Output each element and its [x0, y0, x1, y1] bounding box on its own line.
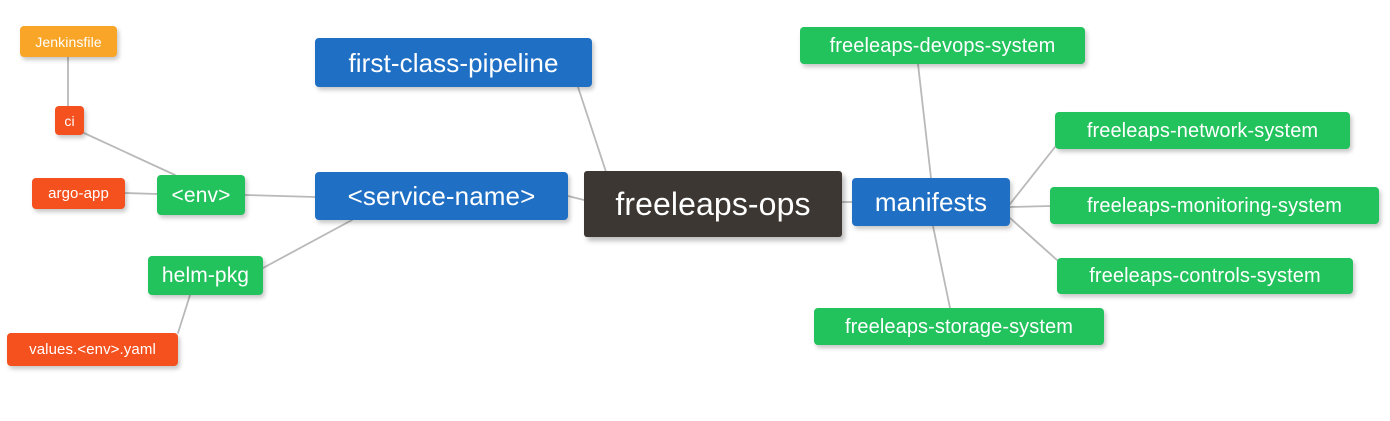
- edge-env-to-ci: [83, 132, 176, 176]
- node-controls-system[interactable]: freeleaps-controls-system: [1057, 258, 1353, 294]
- edge-env-to-argo-app: [124, 192, 158, 195]
- node-storage-system[interactable]: freeleaps-storage-system: [814, 308, 1104, 345]
- node-manifests[interactable]: manifests: [852, 178, 1010, 226]
- edge-manifests-to-network-system: [1009, 146, 1056, 205]
- node-jenkinsfile[interactable]: Jenkinsfile: [20, 26, 117, 57]
- node-argo-app[interactable]: argo-app: [32, 178, 125, 209]
- node-root[interactable]: freeleaps-ops: [584, 171, 842, 237]
- edge-manifests-to-monitoring-system: [1009, 205, 1051, 208]
- edge-service-name-to-env: [244, 194, 316, 198]
- node-monitoring-system[interactable]: freeleaps-monitoring-system: [1050, 187, 1379, 224]
- node-first-class-pipeline[interactable]: first-class-pipeline: [315, 38, 592, 87]
- node-values-yaml[interactable]: values.<env>.yaml: [7, 333, 178, 366]
- edge-manifests-to-devops-system: [917, 63, 932, 179]
- node-env[interactable]: <env>: [157, 175, 245, 215]
- node-devops-system[interactable]: freeleaps-devops-system: [800, 27, 1085, 64]
- node-service-name[interactable]: <service-name>: [315, 172, 568, 220]
- node-ci[interactable]: ci: [55, 106, 84, 135]
- edge-manifests-to-storage-system: [932, 225, 951, 309]
- edge-service-name-to-helm-pkg: [262, 219, 353, 269]
- node-network-system[interactable]: freeleaps-network-system: [1055, 112, 1350, 149]
- node-helm-pkg[interactable]: helm-pkg: [148, 256, 263, 295]
- edge-helm-pkg-to-values-yaml: [177, 294, 191, 334]
- edge-manifests-to-controls-system: [1009, 217, 1058, 261]
- edge-root-to-service-name: [567, 195, 585, 201]
